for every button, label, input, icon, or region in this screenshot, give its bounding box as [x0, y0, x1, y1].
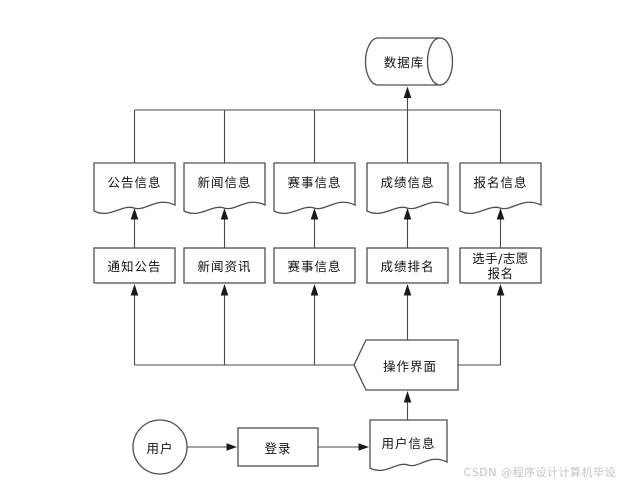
database-label: 数据库: [383, 55, 425, 70]
module-label-news: 新闻资讯: [197, 259, 252, 274]
module-box-notice: [93, 247, 176, 284]
login-box-shape: [237, 427, 319, 467]
document-label-signup-info: 报名信息: [473, 174, 528, 190]
arrow-login-to-userinfo: [318, 443, 369, 451]
module-label-signup: 选手/志愿 报名: [460, 248, 541, 283]
top-bus-connector: [133, 109, 502, 163]
interface-display-shape: [353, 339, 459, 391]
document-shape-news-info: [183, 162, 266, 214]
module-label-events: 赛事信息: [287, 259, 342, 274]
user-info-label: 用户信息: [381, 435, 436, 451]
document-shape-event-info: [273, 162, 356, 214]
interface-left-bus-connector: [130, 284, 354, 366]
module-label-signup-line2: 报名: [487, 265, 514, 281]
database-cylinder-shape: [364, 37, 454, 86]
module-box-ranking: [366, 247, 449, 284]
module-box-signup: [459, 247, 542, 284]
arrows-modules-to-documents: [130, 208, 505, 248]
module-box-events: [273, 247, 356, 284]
document-label-news-info: 新闻信息: [197, 174, 252, 190]
arrow-userinfo-to-interface: [403, 391, 412, 420]
module-label-ranking: 成绩排名: [380, 259, 435, 274]
document-shape-score-info: [366, 162, 449, 214]
document-label-event-info: 赛事信息: [287, 174, 342, 190]
document-shape-announcement-info: [93, 162, 176, 214]
arrow-interface-to-signup-module: [458, 284, 505, 366]
arrow-to-database: [403, 86, 412, 110]
document-label-announcement-info: 公告信息: [107, 174, 162, 190]
login-label: 登录: [264, 440, 292, 456]
user-label: 用户: [146, 440, 174, 456]
module-label-notice: 通知公告: [107, 259, 162, 274]
user-circle-shape: [132, 419, 188, 475]
module-label-signup-line1: 选手/志愿: [472, 250, 529, 266]
document-shape-signup-info: [459, 162, 542, 214]
document-shape-user-info: [369, 419, 448, 471]
csdn-watermark: CSDN @程序设计计算机毕设: [463, 466, 616, 479]
interface-label: 操作界面: [382, 358, 437, 374]
arrow-user-to-login: [187, 443, 237, 451]
document-label-score-info: 成绩信息: [380, 174, 435, 190]
module-box-news: [183, 247, 266, 284]
arrow-interface-to-results-module: [403, 284, 412, 340]
